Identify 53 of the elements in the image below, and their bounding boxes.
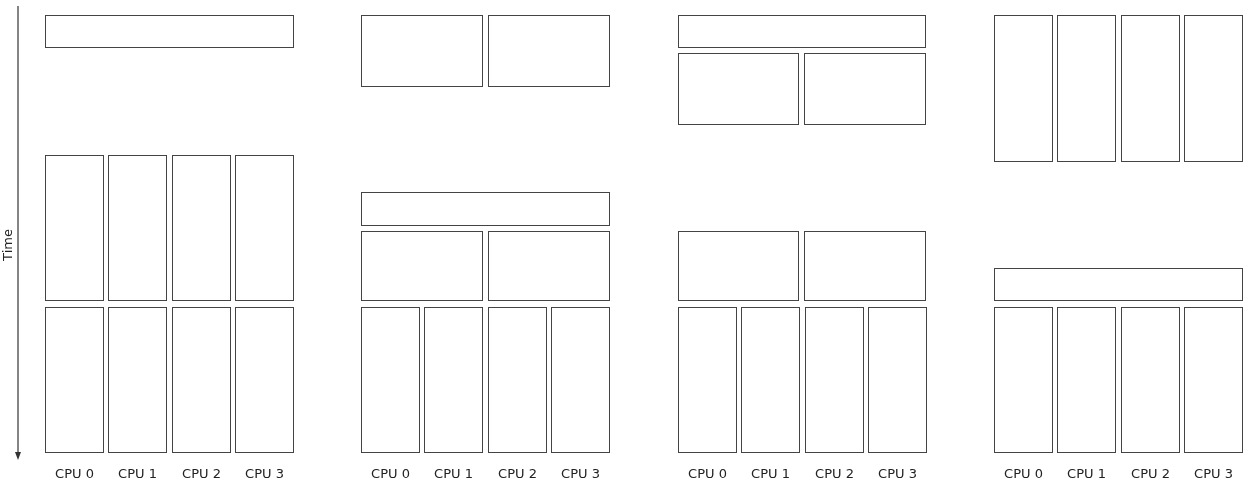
time-slice-box bbox=[488, 307, 547, 453]
time-slice-box bbox=[488, 15, 610, 87]
time-slice-box bbox=[551, 307, 610, 453]
cpu-label: CPU 2 bbox=[498, 466, 537, 481]
time-slice-box bbox=[108, 155, 167, 301]
cpu-label: CPU 0 bbox=[371, 466, 410, 481]
time-slice-box bbox=[678, 53, 799, 125]
time-slice-box bbox=[235, 307, 294, 453]
time-slice-box bbox=[1184, 15, 1243, 162]
time-slice-box bbox=[361, 192, 610, 226]
cpu-label: CPU 2 bbox=[815, 466, 854, 481]
time-slice-box bbox=[804, 231, 926, 301]
time-slice-box bbox=[805, 307, 864, 453]
cpu-label: CPU 2 bbox=[1131, 466, 1170, 481]
time-slice-box bbox=[424, 307, 483, 453]
cpu-label: CPU 0 bbox=[688, 466, 727, 481]
cpu-label: CPU 3 bbox=[878, 466, 917, 481]
time-slice-box bbox=[361, 307, 420, 453]
time-slice-box bbox=[994, 15, 1053, 162]
cpu-label: CPU 1 bbox=[434, 466, 473, 481]
time-slice-box bbox=[1057, 15, 1116, 162]
cpu-label: CPU 1 bbox=[751, 466, 790, 481]
cpu-label: CPU 3 bbox=[561, 466, 600, 481]
time-slice-box bbox=[45, 155, 104, 301]
time-slice-box bbox=[678, 231, 799, 301]
time-slice-box bbox=[235, 155, 294, 301]
time-slice-box bbox=[45, 15, 294, 48]
cpu-label: CPU 1 bbox=[118, 466, 157, 481]
time-slice-box bbox=[108, 307, 167, 453]
time-slice-box bbox=[361, 231, 483, 301]
time-slice-box bbox=[488, 231, 610, 301]
time-slice-box bbox=[1057, 307, 1116, 453]
cpu-label: CPU 0 bbox=[1004, 466, 1043, 481]
time-slice-box bbox=[994, 307, 1053, 453]
time-slice-box bbox=[678, 307, 737, 453]
time-slice-box bbox=[741, 307, 800, 453]
time-slice-box bbox=[868, 307, 927, 453]
time-slice-box bbox=[361, 15, 483, 87]
axis-label: Time bbox=[0, 229, 15, 261]
time-slice-box bbox=[172, 307, 231, 453]
time-slice-box bbox=[994, 268, 1243, 301]
cpu-label: CPU 3 bbox=[245, 466, 284, 481]
time-slice-box bbox=[1121, 307, 1180, 453]
time-slice-box bbox=[678, 15, 926, 48]
time-slice-box bbox=[1121, 15, 1180, 162]
time-slice-box bbox=[1184, 307, 1243, 453]
cpu-label: CPU 0 bbox=[55, 466, 94, 481]
cpu-label: CPU 2 bbox=[182, 466, 221, 481]
cpu-label: CPU 1 bbox=[1067, 466, 1106, 481]
cpu-label: CPU 3 bbox=[1194, 466, 1233, 481]
time-slice-box bbox=[804, 53, 926, 125]
time-slice-box bbox=[172, 155, 231, 301]
time-slice-box bbox=[45, 307, 104, 453]
